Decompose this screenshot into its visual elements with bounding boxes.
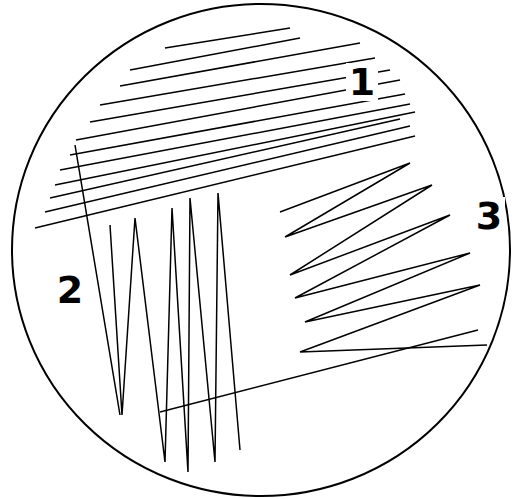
petri-dish xyxy=(12,4,510,496)
streak-zone-3 xyxy=(280,163,487,352)
callout-number: 1 xyxy=(346,63,378,101)
callout-number: 3 xyxy=(473,197,505,235)
streak-zone-1 xyxy=(35,28,415,228)
callout-number: 2 xyxy=(54,271,86,309)
